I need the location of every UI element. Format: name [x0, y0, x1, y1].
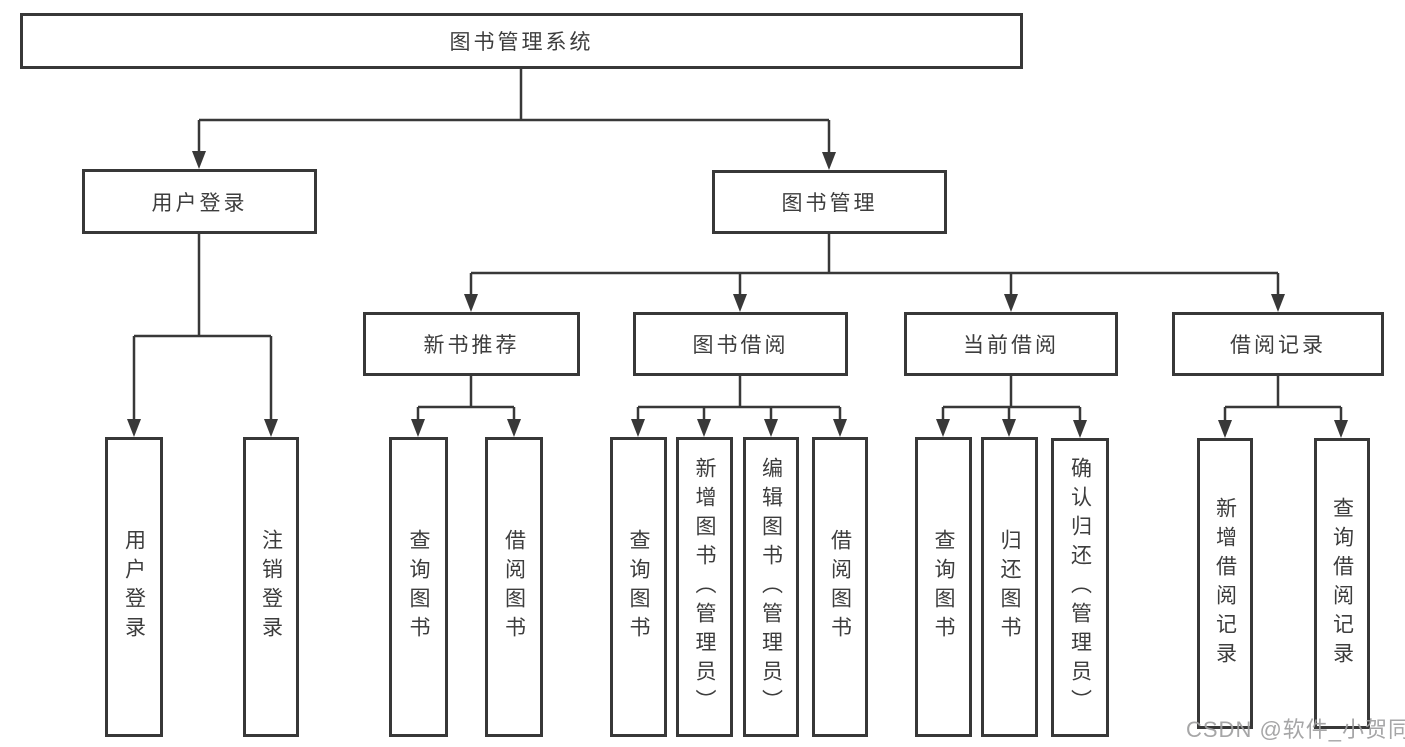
- leaf-query-borrow-record-label: 查询借阅记录: [1330, 496, 1354, 671]
- leaf-add-books-admin-label: 新增图书（管理员）: [693, 456, 716, 718]
- leaf-logout-label: 注销登录: [259, 529, 283, 645]
- leaf-user-login: 用户登录: [105, 437, 163, 737]
- leaf-borrow-books-label: 借阅图书: [828, 529, 852, 645]
- leaf-query-books-current: 查询图书: [915, 437, 972, 737]
- leaf-return-books: 归还图书: [981, 437, 1038, 737]
- node-new-book-recommend: 新书推荐: [363, 312, 580, 376]
- leaf-confirm-return-admin: 确认归还（管理员）: [1051, 438, 1109, 737]
- leaf-add-borrow-record: 新增借阅记录: [1197, 438, 1253, 729]
- leaf-add-borrow-record-label: 新增借阅记录: [1213, 496, 1237, 671]
- node-book-management-label: 图书管理: [781, 192, 878, 215]
- node-book-borrowing-label: 图书借阅: [692, 334, 789, 357]
- leaf-query-borrow-record: 查询借阅记录: [1314, 438, 1370, 729]
- node-book-borrowing: 图书借阅: [633, 312, 848, 376]
- leaf-query-books-borrowing-label: 查询图书: [627, 529, 650, 645]
- leaf-add-books-admin: 新增图书（管理员）: [676, 437, 733, 737]
- leaf-borrow-books-recommend: 借阅图书: [485, 437, 543, 737]
- node-user-login-label: 用户登录: [151, 191, 248, 215]
- leaf-query-books-recommend: 查询图书: [389, 437, 448, 737]
- watermark: CSDN @软件_小贺同学: [1186, 717, 1405, 742]
- leaf-borrow-books-recommend-label: 借阅图书: [502, 529, 526, 645]
- leaf-confirm-return-admin-label: 确认归还（管理员）: [1068, 457, 1092, 718]
- leaf-query-books-borrowing: 查询图书: [610, 437, 667, 737]
- node-current-borrowing-label: 当前借阅: [963, 334, 1059, 357]
- node-user-login: 用户登录: [82, 169, 317, 234]
- leaf-edit-books-admin-label: 编辑图书（管理员）: [759, 456, 783, 718]
- node-new-book-recommend-label: 新书推荐: [423, 334, 520, 357]
- node-root: 图书管理系统: [20, 13, 1023, 69]
- leaf-return-books-label: 归还图书: [998, 529, 1021, 645]
- leaf-query-books-recommend-label: 查询图书: [407, 529, 430, 645]
- leaf-user-login-label: 用户登录: [122, 529, 146, 645]
- node-root-label: 图书管理系统: [449, 31, 594, 54]
- node-current-borrowing: 当前借阅: [904, 312, 1118, 376]
- leaf-borrow-books: 借阅图书: [812, 437, 868, 737]
- arrowheads: [127, 151, 1348, 438]
- leaf-logout: 注销登录: [243, 437, 299, 737]
- leaf-edit-books-admin: 编辑图书（管理员）: [743, 437, 799, 737]
- node-book-management: 图书管理: [712, 170, 947, 234]
- node-borrowing-records-label: 借阅记录: [1230, 334, 1326, 357]
- leaf-query-books-current-label: 查询图书: [932, 529, 955, 645]
- node-borrowing-records: 借阅记录: [1172, 312, 1384, 376]
